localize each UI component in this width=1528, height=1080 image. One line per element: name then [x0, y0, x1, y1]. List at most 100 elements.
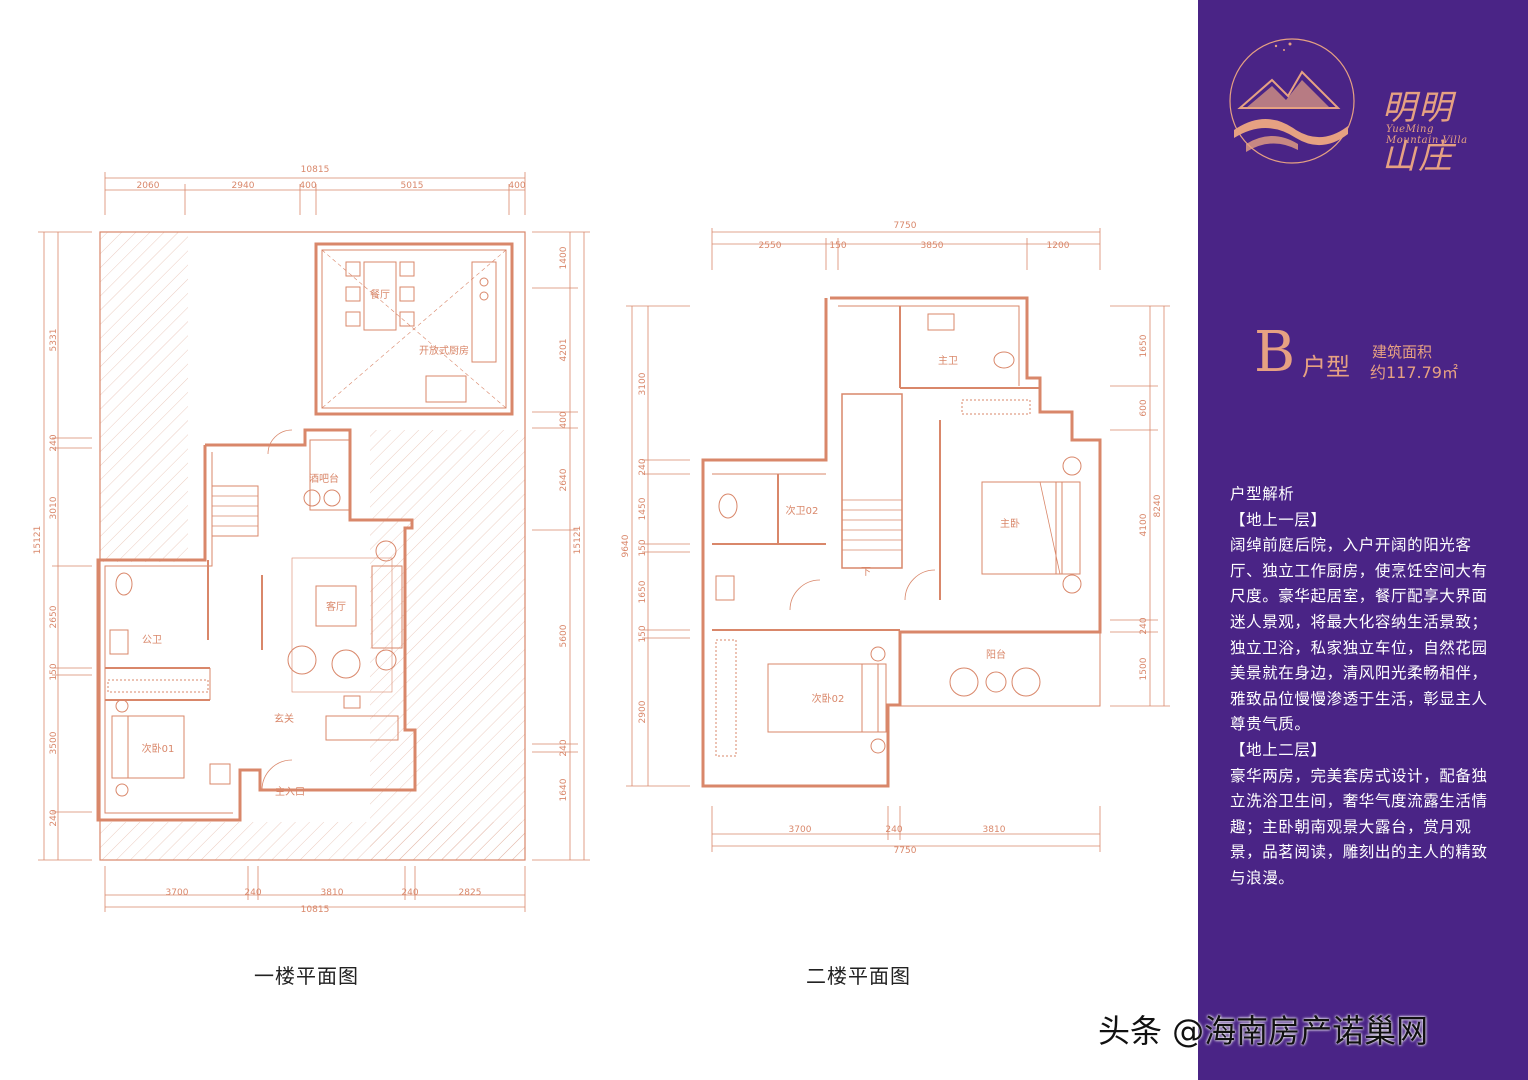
- plan1-caption: 一楼平面图: [254, 964, 359, 988]
- plan1-sofa: [371, 565, 403, 649]
- plan1-drawing: [38, 172, 590, 912]
- plan2-dim-bottom-1: 3700: [789, 825, 812, 835]
- plan2-dim-bottom-total: 7750: [894, 846, 917, 856]
- plan1-yard-right: [370, 430, 525, 860]
- plan2-room-balcony: 阳台: [986, 648, 1006, 661]
- plan2-dim-top-total: 7750: [894, 221, 917, 231]
- plan2-stair-down-label: 下: [861, 567, 871, 578]
- plan2-room-master-bath: 主卫: [938, 355, 958, 367]
- plan2-dim-right-5: 1500: [1139, 657, 1149, 680]
- plan1-house-walls: [96, 428, 417, 822]
- plan1-room-kitchen: 开放式厨房: [419, 344, 469, 357]
- plan2-bed2: [767, 663, 879, 733]
- plan2-drawing: [626, 228, 1170, 852]
- floor2-title: 【地上二层】: [1230, 740, 1327, 759]
- plan1-dim-right-7: 1640: [559, 778, 569, 801]
- plan1-dim-left-5: 150: [49, 663, 59, 680]
- plan1-dim-right-6: 240: [559, 739, 569, 756]
- plan2-room-bed2: 次卧02: [812, 692, 845, 705]
- plan2-dim-left-7: 2900: [638, 700, 648, 723]
- plan1-room-bedroom: 次卧01: [142, 742, 175, 755]
- area-label: 建筑面积: [1372, 343, 1433, 361]
- plan2-dim-bottom-3: 3810: [983, 825, 1006, 835]
- plan2-dim-left-1: 3100: [638, 372, 648, 395]
- plan2-dim-left-4: 150: [638, 539, 648, 556]
- plan1-dim-left-3: 3010: [49, 496, 59, 519]
- plan2-caption: 二楼平面图: [806, 964, 911, 988]
- plan2-dim-top-2: 150: [829, 241, 846, 251]
- floor1-description: 阔绰前庭后院，入户开阔的阳光客厅、独立工作厨房，使烹饪空间大有尺度。豪华起居室，…: [1230, 536, 1488, 734]
- plan2-stairs: [841, 393, 903, 569]
- plan2-dim-left-2: 240: [638, 458, 648, 475]
- plan1-dim-top-3: 400: [299, 181, 316, 191]
- plan1-dim-left-7: 240: [49, 809, 59, 826]
- plan2-dim-left-total: 9640: [621, 534, 631, 557]
- plan2-room-bath2: 次卫02: [786, 504, 819, 517]
- floor-plans-drawing: 10815 2060 2940 400 5015 400 3700 240 38…: [33, 165, 1170, 915]
- layout-analysis: 户型解析 【地上一层】 阔绰前庭后院，入户开阔的阳光客厅、独立工作厨房，使烹饪空…: [1230, 482, 1495, 892]
- plan1-room-bar: 酒吧台: [309, 472, 339, 485]
- mountain-logo-icon: [1229, 38, 1355, 164]
- area-value: 约117.79㎡: [1370, 363, 1458, 382]
- plan2-master-bed: [981, 481, 1063, 575]
- plan1-yard-left: [100, 232, 188, 562]
- plan1-dim-bottom-3: 3810: [321, 888, 344, 898]
- brand-name-en: YueMing Mountain Villa: [1386, 124, 1468, 146]
- plan1-dim-bottom-5: 2825: [459, 888, 482, 898]
- plan1-dim-bottom-4: 240: [401, 888, 418, 898]
- plan1-dim-right-total: 15121: [573, 526, 583, 555]
- plan1-dim-left-6: 3500: [49, 731, 59, 754]
- plan1-room-dining: 餐厅: [370, 288, 390, 301]
- plan2-dim-left-5: 1650: [638, 580, 648, 603]
- plan1-room-bath: 公卫: [142, 635, 162, 646]
- plan2-dim-left-6: 150: [638, 625, 648, 642]
- plan2-balcony: [899, 631, 1101, 707]
- plan1-room-living: 客厅: [326, 600, 346, 613]
- unit-type-word: 户型: [1302, 353, 1350, 381]
- plan1-dim-top-5: 400: [508, 181, 525, 191]
- plan2-dim-left-3: 1450: [638, 497, 648, 520]
- plan1-dim-right-5: 5600: [559, 624, 569, 647]
- plan2-dim-right-1: 1650: [1139, 334, 1149, 357]
- plan1-dim-left-1: 5331: [49, 329, 59, 352]
- plan1-dining-block: [314, 242, 514, 416]
- plan2-dim-top-3: 3850: [921, 241, 944, 251]
- plan1-dim-right-1: 1400: [559, 246, 569, 269]
- plan1-dim-right-4: 2640: [559, 468, 569, 491]
- plan1-dim-bottom-2: 240: [244, 888, 261, 898]
- plan1-dim-top-4: 5015: [401, 181, 424, 191]
- plan1-room-foyer: 玄关: [274, 712, 294, 725]
- plan1-dim-right-2: 4201: [559, 339, 569, 362]
- plan2-room-master-bed: 主卧: [1000, 517, 1020, 530]
- plan1-dim-left-2: 240: [49, 434, 59, 451]
- plan2-dim-right-4: 240: [1139, 617, 1149, 634]
- info-sidebar: 明明山庄 YueMing Mountain Villa B 户型 建筑面积 约1…: [1198, 0, 1528, 1080]
- plan1-coffee-table: [315, 585, 357, 627]
- plan2-dim-right-total: 8240: [1153, 494, 1163, 517]
- analysis-heading: 户型解析: [1230, 485, 1295, 503]
- source-watermark: 头条 @海南房产诺巢网: [1098, 1012, 1429, 1050]
- plan1-dim-bottom-1: 3700: [166, 888, 189, 898]
- brand-name-cn: 明明山庄: [1382, 88, 1454, 177]
- plan1-dim-left-total: 15121: [33, 526, 43, 555]
- plan1-dim-top-1: 2060: [137, 181, 160, 191]
- plan1-room-entrance: 主入口: [275, 786, 305, 798]
- floor1-title: 【地上一层】: [1230, 510, 1327, 529]
- plan1-lot-outline: [99, 231, 526, 861]
- floor2-description: 豪华两房，完美套房式设计，配备独立洗浴卫生间，奢华气度流露生活情趣；主卧朝南观景…: [1230, 766, 1488, 887]
- plan1-dim-right-3: 400: [559, 411, 569, 428]
- plan2-dim-top-1: 2550: [759, 241, 782, 251]
- plan1-dim-left-4: 2650: [49, 605, 59, 628]
- plan1-dim-top-2: 2940: [232, 181, 255, 191]
- plan2-dim-bottom-2: 240: [885, 825, 902, 835]
- brand-logo: 明明山庄 YueMing Mountain Villa: [1226, 38, 1476, 177]
- plan2-dim-top-4: 1200: [1047, 241, 1070, 251]
- plan1-yard-bottom: [100, 822, 525, 860]
- plan1-dim-bottom-total: 10815: [301, 905, 330, 915]
- unit-type-letter: B: [1254, 320, 1296, 385]
- plan1-dim-top-total: 10815: [301, 165, 330, 175]
- plan2-dim-right-3: 4100: [1139, 513, 1149, 536]
- plan1-stairs: [211, 485, 259, 537]
- plan2-dim-right-2: 600: [1139, 399, 1149, 416]
- floor-plans-area: 10815 2060 2940 400 5015 400 3700 240 38…: [33, 165, 1170, 988]
